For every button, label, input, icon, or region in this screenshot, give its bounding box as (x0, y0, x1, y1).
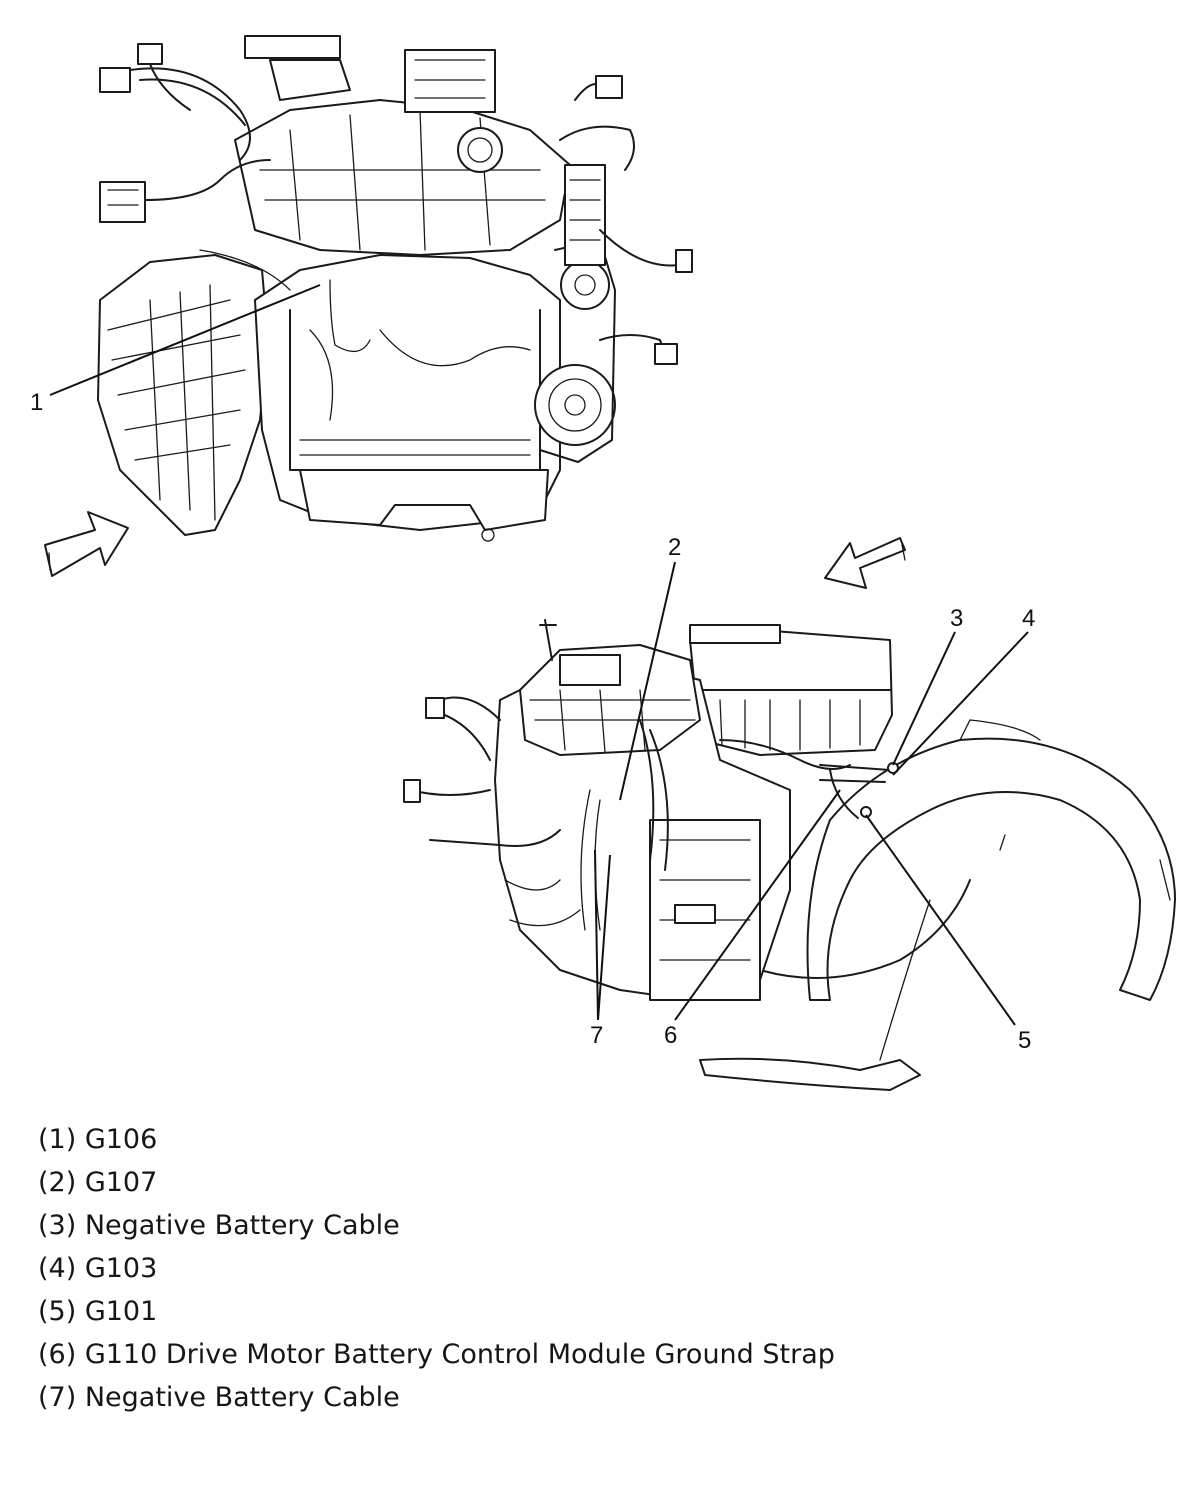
callout-5: 5 (1018, 1027, 1031, 1054)
engine-ground-locations-diagram: 1 2 3 4 5 6 7 (30, 35, 1176, 1091)
view-direction-arrow-lower (824, 537, 906, 589)
callout-7: 7 (590, 1022, 603, 1049)
legend-item-6: (6) G110 Drive Motor Battery Control Mod… (38, 1339, 835, 1370)
legend-item-3: (3) Negative Battery Cable (38, 1210, 400, 1241)
callout-4: 4 (1022, 605, 1035, 632)
callout-1: 1 (30, 389, 43, 416)
view-direction-arrow-icon (44, 511, 129, 577)
view-direction-arrow-upper (44, 511, 129, 577)
legend-item-1: (1) G106 (38, 1124, 158, 1155)
legend-item-4: (4) G103 (38, 1253, 158, 1284)
view-direction-arrow-icon (824, 537, 906, 589)
callout-legend: (1) G106 (2) G107 (3) Negative Battery C… (38, 1118, 1038, 1419)
callout-3: 3 (950, 605, 963, 632)
leader-lines (49, 284, 1029, 1026)
callout-labels: 1 2 3 4 5 6 7 (30, 389, 1035, 1054)
legend-item-7: (7) Negative Battery Cable (38, 1382, 400, 1413)
engine-view-lower (403, 619, 1176, 1091)
callout-6: 6 (664, 1022, 677, 1049)
legend-item-2: (2) G107 (38, 1167, 158, 1198)
legend-item-5: (5) G101 (38, 1296, 158, 1327)
callout-2: 2 (668, 534, 681, 561)
engine-view-upper (97, 35, 693, 542)
